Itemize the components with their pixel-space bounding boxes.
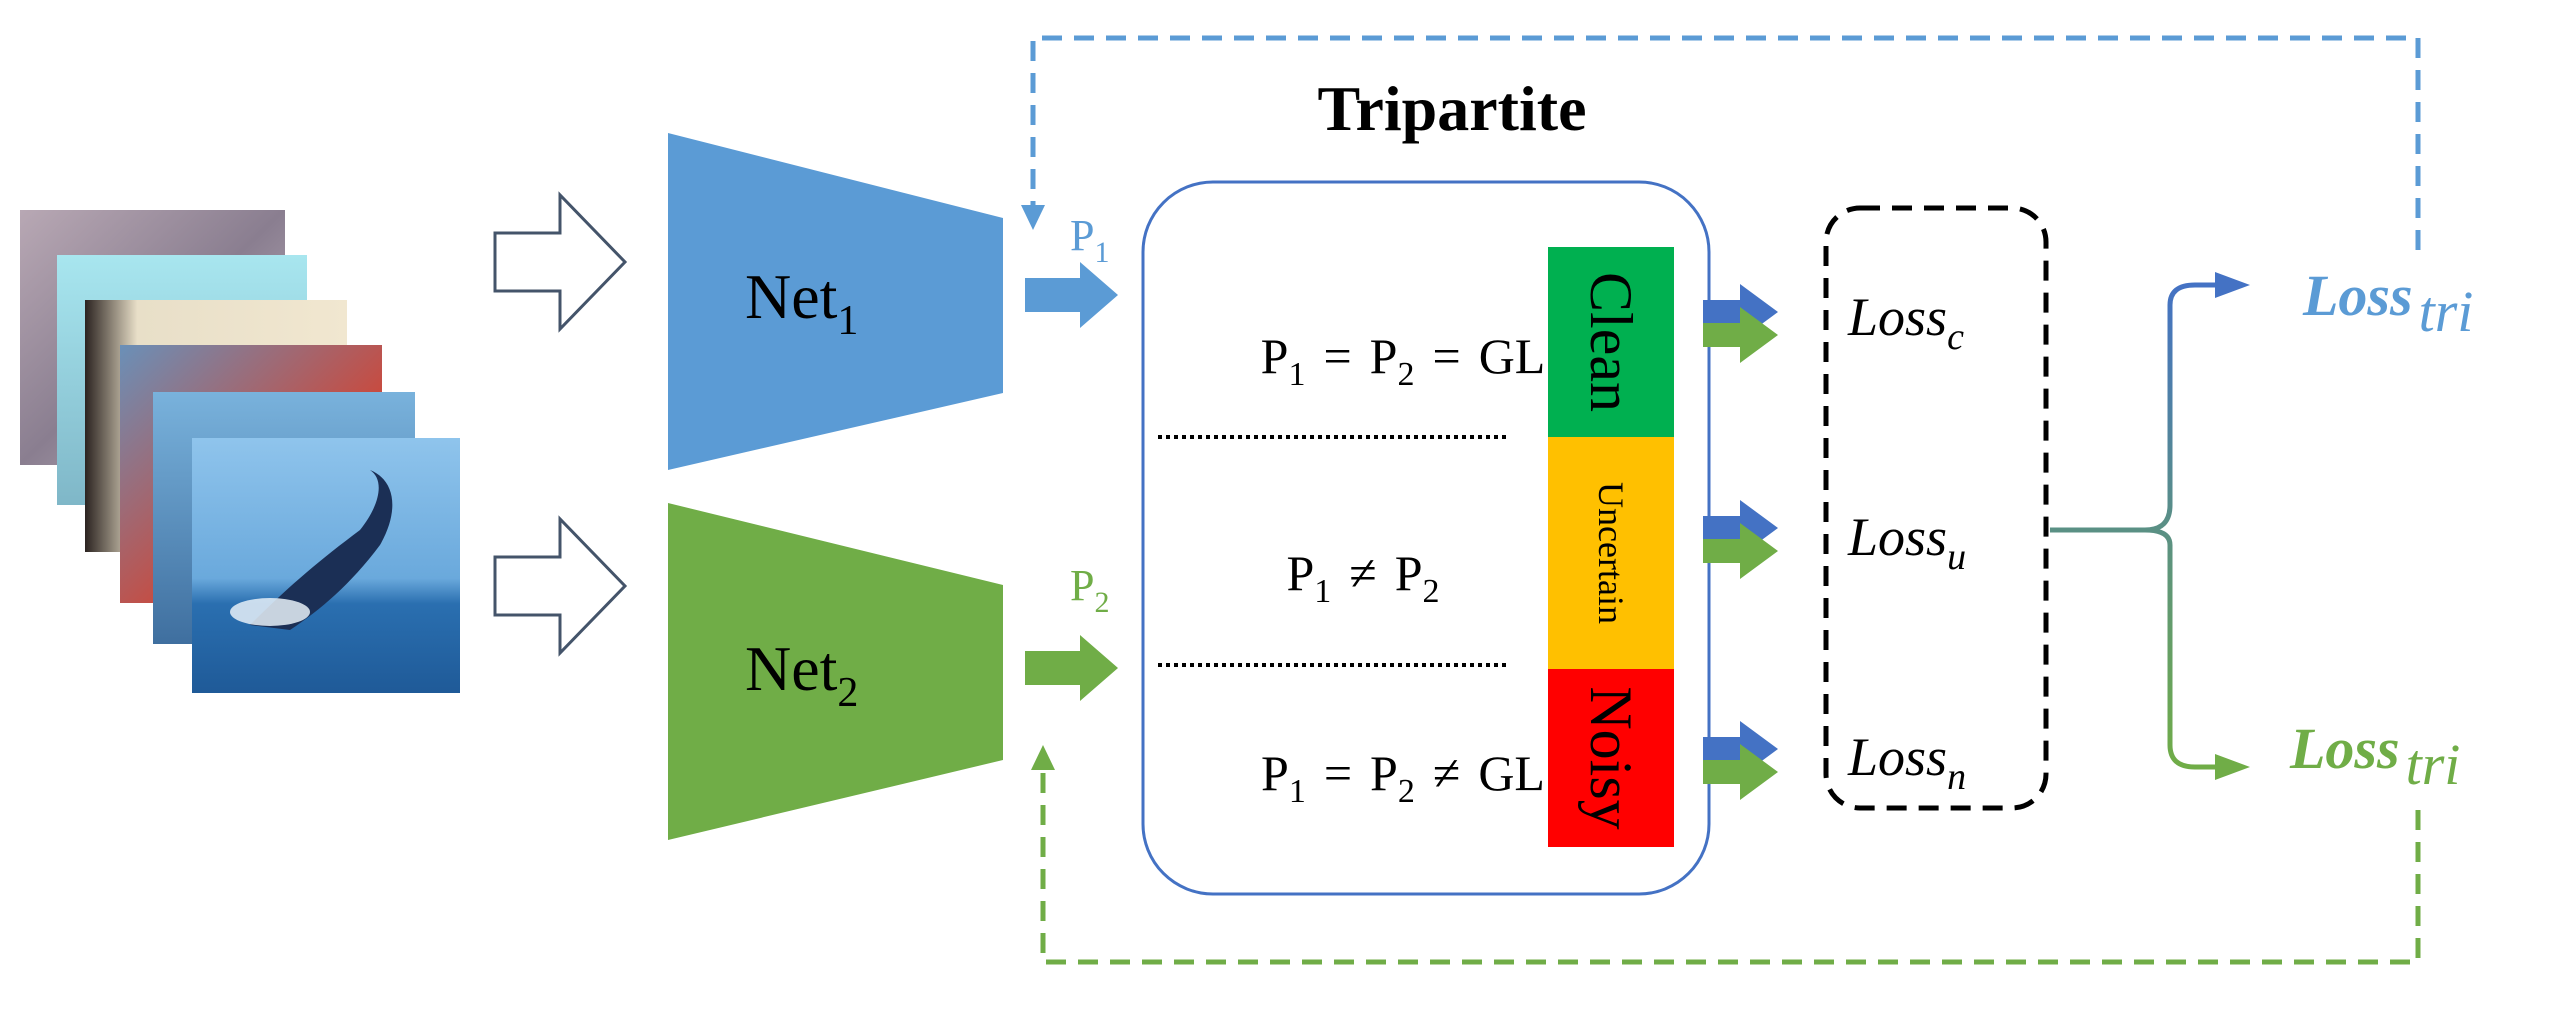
feedback-arrow-top — [1021, 205, 1045, 230]
noisy-condition: P1=P2≠GL — [1261, 745, 1545, 810]
feedback-arrow-bottom — [1031, 745, 1055, 770]
input-arrow-top — [493, 191, 628, 333]
loss-clean: Lossc — [1847, 287, 1964, 358]
input-image-stack — [20, 210, 460, 693]
noisy-arrows — [1703, 721, 1778, 800]
p1-arrow — [1025, 262, 1118, 328]
uncertain-bar — [1548, 437, 1674, 669]
uncertain-arrows — [1703, 500, 1778, 579]
p1-label: P1 — [1070, 211, 1109, 269]
tripartite-title: Tripartite — [1318, 73, 1587, 144]
clean-condition: P1=P2=GL — [1261, 328, 1546, 393]
loss-uncertain: Lossu — [1847, 507, 1966, 578]
input-arrow-bottom — [493, 515, 628, 657]
net2-label: Net2 — [745, 633, 858, 716]
noisy-label: Noisy — [1578, 686, 1644, 829]
brace-arrow-bottom — [2215, 754, 2250, 780]
feedback-loop-top — [1030, 35, 2421, 250]
net1-trapezoid — [668, 133, 1003, 470]
loss-box — [1823, 205, 2049, 811]
noisy-bar — [1548, 669, 1674, 847]
p2-label: P2 — [1070, 561, 1109, 619]
net2-trapezoid — [668, 503, 1003, 840]
brace-connector — [2050, 282, 2225, 770]
uncertain-condition: P1≠P2 — [1286, 545, 1439, 610]
loss-noisy: Lossn — [1847, 727, 1966, 798]
uncertain-label: Uncertain — [1591, 482, 1631, 624]
splash-shape — [230, 598, 310, 626]
p2-arrow — [1025, 635, 1118, 701]
clean-label: Clean — [1578, 272, 1644, 412]
clean-arrows — [1703, 284, 1778, 363]
feedback-loop-bottom — [1040, 765, 2421, 965]
net1-label: Net1 — [745, 261, 858, 344]
clean-bar — [1548, 247, 1674, 437]
net2-block: Net2 — [668, 503, 1003, 840]
net1-block: Net1 — [668, 133, 1003, 470]
brace-arrow-top — [2215, 272, 2250, 298]
